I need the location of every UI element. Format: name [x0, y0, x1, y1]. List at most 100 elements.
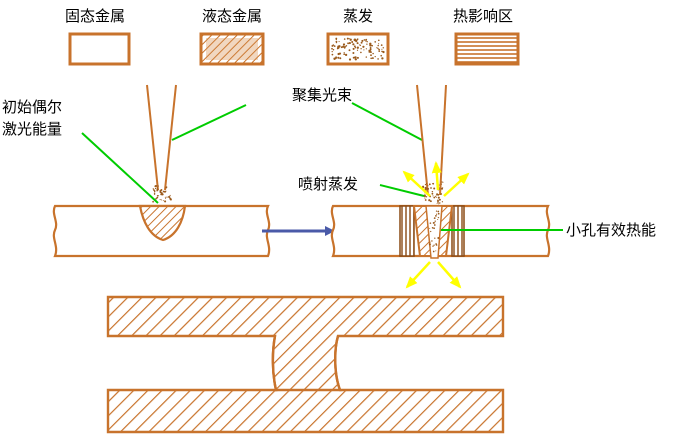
vapor-speck: [435, 210, 438, 212]
vapor-speck: [425, 189, 427, 191]
vapor-speck: [425, 196, 428, 198]
vapor-speck: [434, 237, 436, 239]
vapor-speck: [331, 50, 333, 53]
vapor-speck: [425, 183, 428, 185]
vapor-speck: [165, 197, 167, 199]
melt-pool-initial: [138, 204, 187, 242]
spray-arrow-down-left: [405, 261, 431, 289]
vapor-speck: [432, 221, 435, 224]
vapor-speck: [157, 185, 159, 187]
vapor-speck: [356, 56, 359, 59]
initial-coupling-label-2: 激光能量: [2, 120, 62, 138]
vapor-speck: [437, 212, 440, 215]
vapor-speck: [335, 38, 337, 41]
vapor-speck: [374, 41, 376, 43]
beam-edge-left: [146, 84, 159, 191]
vapor-speck: [433, 227, 435, 230]
vapor-speck: [166, 196, 168, 198]
vapor-speck: [441, 201, 444, 203]
vapor-speck: [354, 46, 357, 49]
vapor-speck: [355, 40, 357, 43]
vapor-speck: [161, 192, 163, 194]
vapor-speck: [155, 197, 157, 200]
vapor-speck: [438, 217, 440, 219]
beam-leader-left: [171, 104, 247, 141]
vapor-speck: [359, 44, 362, 46]
vapor-spot-initial: [152, 184, 172, 203]
legend-haz-label: 热影响区: [453, 7, 513, 25]
vapor-speck: [343, 38, 346, 40]
vapor-speck: [158, 195, 160, 197]
vapor-speck: [363, 49, 365, 51]
vapor-speck: [348, 58, 352, 61]
vapor-speck: [331, 53, 334, 56]
vapor-speck: [374, 55, 376, 58]
vapor-speck: [441, 181, 443, 183]
vapor-speck: [435, 195, 437, 197]
vapor-speck: [382, 47, 385, 49]
vapor-speck: [335, 37, 338, 40]
vapor-speck: [154, 185, 157, 188]
stage-keyhole: 聚集光束 喷射蒸发 小孔有效热能: [292, 84, 656, 289]
vapor-speck: [428, 199, 431, 202]
vapor-speck: [365, 40, 367, 42]
vapor-speck: [343, 53, 345, 56]
vapor-speck: [366, 41, 368, 43]
vapor-speck: [332, 49, 335, 51]
vapor-speck: [164, 200, 167, 203]
vapor-speck: [433, 244, 435, 246]
vapor-speck: [331, 47, 333, 50]
vapor-speck: [351, 40, 354, 44]
beam-edge-right: [164, 84, 177, 191]
spray-arrow-up-left: [402, 170, 431, 197]
vapor-speck: [381, 57, 384, 60]
vapor-speck: [153, 192, 156, 194]
vapor-speck: [432, 182, 434, 185]
vapor-speck: [348, 49, 351, 52]
vapor-speck: [360, 51, 362, 54]
vapor-speck: [153, 193, 156, 195]
vapor-speck: [431, 192, 434, 195]
vapor-speck: [424, 197, 426, 199]
vapor-speck: [442, 181, 444, 183]
vapor-speck: [377, 39, 380, 42]
vapor-speck: [342, 43, 346, 46]
vapor-speck: [426, 187, 430, 190]
vapor-speck: [365, 48, 368, 50]
spray-arrow-down-right: [437, 261, 462, 289]
vapor-speck: [381, 48, 383, 50]
vapor-speck: [382, 51, 385, 54]
vapor-speck: [369, 48, 372, 51]
initial-coupling-leader: [81, 132, 159, 204]
vapor-speck: [369, 44, 372, 47]
vapor-speck: [438, 198, 441, 201]
legend-haz-swatch: [454, 32, 520, 66]
vapor-speck: [435, 250, 437, 252]
vapor-speck: [336, 47, 339, 50]
vapor-speck: [365, 56, 368, 58]
vapor-speck: [377, 47, 379, 50]
vapor-speck: [378, 43, 380, 45]
vapor-speck: [431, 227, 434, 229]
welded-plates: [106, 295, 505, 434]
vapor-speck: [358, 44, 360, 46]
vapor-speck: [346, 37, 349, 40]
vapor-speck: [338, 45, 341, 48]
vapor-speck: [433, 224, 436, 226]
vapor-speck: [352, 47, 355, 50]
vapor-speck: [365, 38, 368, 41]
vapor-speck: [156, 188, 159, 191]
vapor-speck: [162, 200, 164, 202]
vapor-speck: [335, 41, 338, 44]
vapor-speck: [424, 188, 427, 190]
vapor-speck: [356, 49, 359, 51]
vapor-speck: [436, 213, 438, 215]
vapor-speck: [356, 38, 359, 41]
vapor-speck: [437, 219, 439, 220]
vapor-speck: [353, 45, 356, 48]
vapor-speck: [160, 199, 162, 201]
vapor-speck: [363, 45, 365, 48]
vapor-speck: [356, 46, 359, 49]
vapor-speck: [435, 243, 437, 245]
vapor-speck: [378, 48, 380, 51]
